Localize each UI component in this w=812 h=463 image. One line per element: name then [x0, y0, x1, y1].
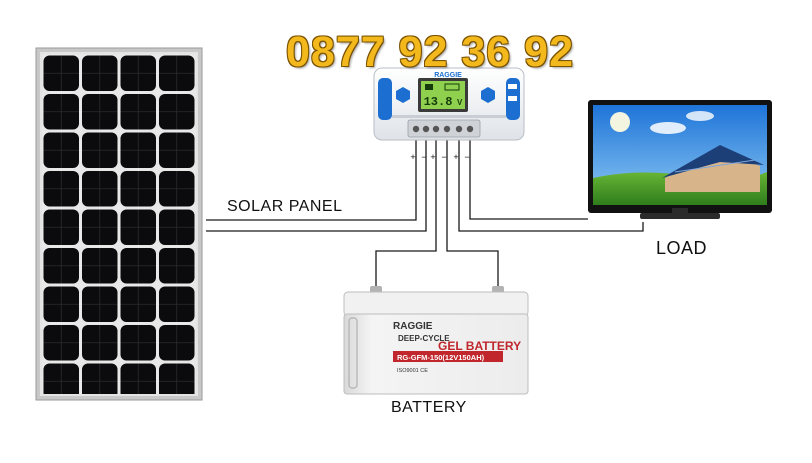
sun-icon [610, 112, 630, 132]
wiring [206, 140, 644, 290]
terminal-sign: − [441, 152, 446, 162]
terminal-sign: + [453, 152, 458, 162]
menu-button-icon [396, 87, 410, 103]
tv-load [588, 100, 772, 219]
terminal-screw [422, 125, 430, 133]
load-wire-negative [469, 140, 588, 220]
gel-battery: RAGGIE DEEP-CYCLE GEL BATTERY RG-GFM-150… [343, 286, 529, 395]
usb-port-icon [508, 84, 517, 89]
battery-level-icon [444, 83, 460, 91]
charge-controller: RAGGIE 13.8 V + − + − + − [373, 67, 525, 162]
solar-wire-negative [206, 140, 427, 232]
terminal-sign: − [464, 152, 469, 162]
terminal-sign: + [410, 152, 415, 162]
battery-wire-negative [446, 140, 499, 290]
solar-panel-label: SOLAR PANEL [227, 198, 343, 215]
terminal-screw [412, 125, 420, 133]
load-wire-positive [458, 140, 644, 232]
terminal-screw [466, 125, 474, 133]
battery-line2: GEL BATTERY [438, 339, 521, 353]
battery-cert: ISO9001 CE [397, 368, 428, 374]
usb-port-icon [508, 96, 517, 101]
battery-line1: DEEP-CYCLE [398, 334, 450, 343]
solar-wire-positive [206, 140, 417, 221]
solar-panel [35, 47, 203, 401]
terminal-sign: + [430, 152, 435, 162]
lcd-unit: V [457, 98, 463, 107]
phone-number: 0877 92 36 92 [286, 28, 574, 76]
set-button-icon [481, 87, 495, 103]
lcd-value: 13.8 [424, 95, 453, 109]
battery-wire-positive [375, 140, 437, 290]
terminal-screw [443, 125, 451, 133]
battery-model: RG-GFM-150(12V150AH) [397, 353, 485, 362]
terminal-sign: − [421, 152, 426, 162]
battery-label: BATTERY [391, 399, 467, 416]
terminal-screw [432, 125, 440, 133]
battery-brand: RAGGIE [393, 321, 433, 332]
load-label: LOAD [656, 238, 708, 258]
controller-brand: RAGGIE [434, 72, 462, 79]
terminal-screw [455, 125, 463, 133]
